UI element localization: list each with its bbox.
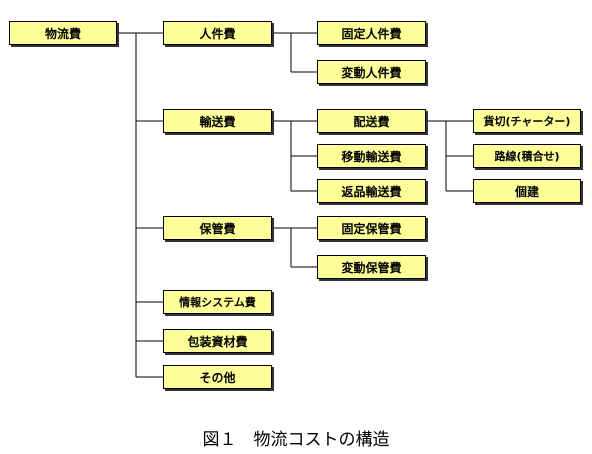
node-transfer-transport-cost: 移動輸送費 [317,144,426,168]
node-variable-labor-cost: 変動人件費 [317,60,426,84]
figure-caption: 図１ 物流コストの構造 [202,430,390,450]
node-delivery-cost: 配送費 [317,109,426,133]
node-charter: 貨切(チャーター) [473,109,581,133]
node-transport-cost: 輸送費 [163,109,272,133]
node-fixed-labor-cost: 固定人件費 [317,21,426,45]
node-route-consolidated: 路線(積合せ) [473,144,581,168]
node-return-transport-cost: 返品輸送費 [317,179,426,203]
node-per-parcel: 個建 [473,179,581,203]
node-logistics-cost: 物流費 [9,21,117,45]
node-other: その他 [163,365,272,389]
node-labor-cost: 人件費 [163,21,272,45]
node-variable-storage-cost: 変動保管費 [317,255,426,279]
node-packaging-materials-cost: 包装資材費 [163,329,272,353]
node-information-system-cost: 情報システム費 [163,290,272,314]
node-storage-cost: 保管費 [163,216,272,240]
node-fixed-storage-cost: 固定保管費 [317,216,426,240]
